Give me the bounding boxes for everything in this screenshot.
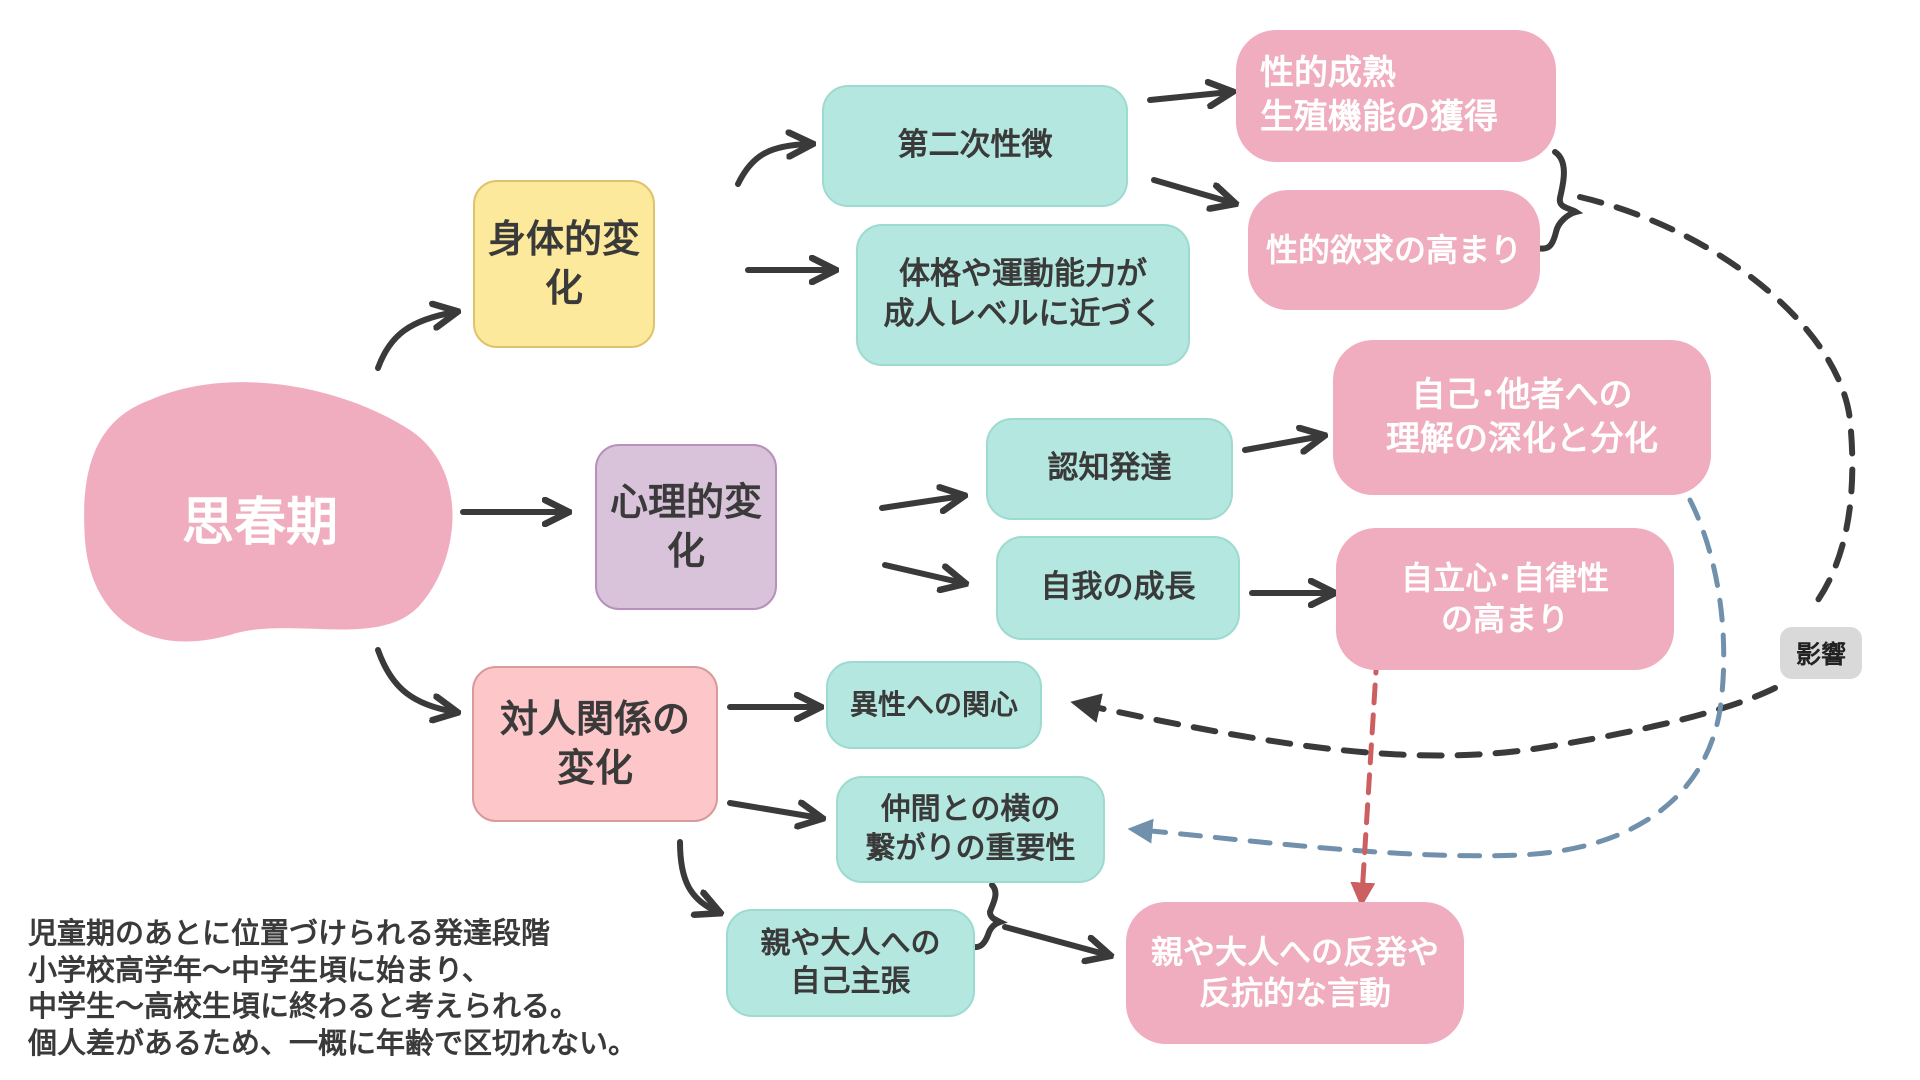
node-rebellion[interactable]: 親や大人への反発や 反抗的な言動 <box>1126 902 1464 1044</box>
node-peer-connections[interactable]: 仲間との横の 繋がりの重要性 <box>836 776 1105 883</box>
node-cognitive-development[interactable]: 認知発達 <box>986 418 1233 520</box>
arrow-secondary-to-desire <box>1151 177 1233 203</box>
note-line: 中学生～高校生頃に終わると考えられる。 <box>28 989 580 1024</box>
note-line: 個人差があるため、一概に年齢で区切れない。 <box>28 1025 638 1060</box>
node-sexual-desire[interactable]: 性的欲求の高まり <box>1248 190 1540 310</box>
arrow-peers-assertion-to-rebellion <box>1002 924 1108 955</box>
node-psychological-change[interactable]: 心理的変化 <box>595 444 777 610</box>
arrow-psych-to-ego <box>882 562 963 583</box>
node-sexual-maturity[interactable]: 性的成熟 生殖機能の獲得 <box>1236 30 1556 162</box>
arrow-root-to-physical <box>375 312 455 371</box>
influence-curve-blue <box>1127 497 1727 859</box>
root-node-label[interactable]: 思春期 <box>181 493 338 553</box>
note-line: 児童期のあとに位置づけられる発達段階 <box>28 916 551 950</box>
brace-peers-assertion <box>969 882 1008 951</box>
node-ego-growth[interactable]: 自我の成長 <box>996 536 1240 640</box>
arrow-interpersonal-to-assertion <box>677 839 718 912</box>
root-blob <box>84 382 453 642</box>
node-autonomy[interactable]: 自立心･自律性 の高まり <box>1336 528 1674 670</box>
node-self-other-understanding[interactable]: 自己･他者への 理解の深化と分化 <box>1333 340 1711 495</box>
node-self-assertion[interactable]: 親や大人への 自己主張 <box>726 909 975 1017</box>
definition-note: 児童期のあとに位置づけられる発達段階 小学校高学年～中学生頃に始まり、 中学生～… <box>28 915 637 1061</box>
node-physique[interactable]: 体格や運動能力が 成人レベルに近づく <box>856 224 1190 366</box>
node-secondary-sex-characteristics[interactable]: 第二次性徴 <box>822 85 1128 207</box>
node-interest-opposite-sex[interactable]: 異性への関心 <box>826 661 1042 749</box>
arrow-physical-to-secondary <box>735 144 810 187</box>
node-interpersonal-change[interactable]: 対人関係の 変化 <box>472 666 718 822</box>
arrow-psych-to-cognition <box>879 496 962 508</box>
arrow-root-to-interpersonal <box>375 647 455 712</box>
node-physical-change[interactable]: 身体的変化 <box>473 180 655 348</box>
brace-sexual <box>1532 149 1584 252</box>
arrow-interpersonal-to-peers <box>727 803 820 818</box>
influence-arrow-red <box>1350 652 1380 908</box>
note-line: 小学校高学年～中学生頃に始まり、 <box>28 952 491 987</box>
influence-curve-dark <box>1085 194 1856 759</box>
arrow-cognition-to-understanding <box>1242 436 1322 450</box>
arrow-secondary-to-maturity <box>1147 92 1230 100</box>
influence-badge: 影響 <box>1780 627 1862 679</box>
